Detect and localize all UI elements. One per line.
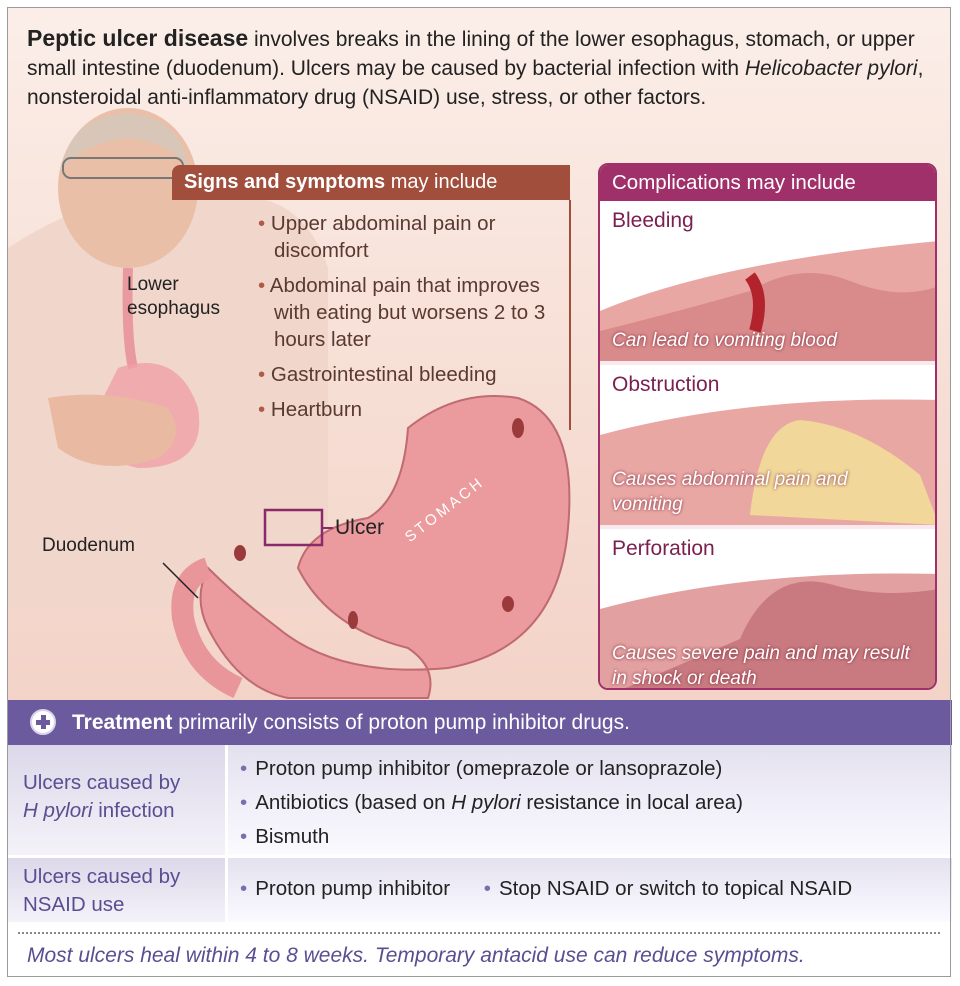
- symptom-text: Gastrointestinal bleeding: [270, 363, 497, 386]
- treatment-item-italic: H pylori: [451, 791, 521, 814]
- symptom-text: Upper abdominal pain or discomfort: [270, 212, 496, 262]
- complication-perforation: Perforation Causes severe pain and may r…: [600, 529, 935, 689]
- list-item: • Upper abdominal pain or discomfort: [258, 210, 568, 264]
- bullet: •: [240, 825, 248, 848]
- panel-caption: Can lead to vomiting blood: [612, 330, 837, 351]
- label-lower-esophagus: Lower esophagus: [127, 273, 237, 321]
- duodenum: [171, 557, 243, 699]
- bullet: •: [258, 398, 266, 421]
- bullet: •: [240, 791, 248, 814]
- complications-header: Complications may include: [600, 165, 935, 201]
- row-label-italic: H pylori: [23, 799, 93, 822]
- intro-title: Peptic ulcer disease: [27, 25, 249, 51]
- list-item: • Gastrointestinal bleeding: [258, 361, 568, 388]
- hand: [48, 394, 176, 466]
- signs-header-rest: may include: [385, 171, 498, 193]
- footer-note: Most ulcers heal within 4 to 8 weeks. Te…: [27, 944, 805, 967]
- row-label-hpylori: Ulcers caused by H pylori infection: [8, 745, 225, 855]
- list-item: • Stop NSAID or switch to topical NSAID: [484, 877, 852, 900]
- intro-paragraph: Peptic ulcer disease involves breaks in …: [27, 24, 927, 112]
- row-label-line: Ulcers caused by: [23, 865, 181, 888]
- bullet: •: [483, 877, 491, 900]
- anatomy-illustration: [8, 108, 571, 699]
- complication-obstruction: Obstruction Causes abdominal pain and vo…: [600, 365, 935, 529]
- treatment-rest: primarily consists of proton pump inhibi…: [172, 711, 630, 734]
- signs-box-border: [569, 200, 571, 430]
- perforation-illustration: [600, 573, 935, 688]
- panel-title: Obstruction: [612, 373, 720, 396]
- treatment-item: Proton pump inhibitor (omeprazole or lan…: [255, 757, 723, 780]
- bullet: •: [240, 757, 248, 780]
- row-label-line: NSAID use: [23, 893, 125, 916]
- obstruction-illustration: [600, 399, 935, 525]
- treatment-item: Proton pump inhibitor: [255, 877, 451, 900]
- medical-cross-icon: [30, 709, 56, 735]
- list-item: • Proton pump inhibitor: [240, 877, 450, 900]
- treatment-text: Treatment primarily consists of proton p…: [72, 700, 630, 745]
- treatment-item: resistance in local area): [520, 791, 743, 814]
- list-item: • Antibiotics (based on H pylori resistan…: [240, 786, 952, 820]
- person-head: [58, 108, 198, 268]
- row-body-nsaid: • Proton pump inhibitor • Stop NSAID or sw…: [228, 858, 952, 922]
- treatment-banner: Treatment primarily consists of proton p…: [8, 700, 952, 745]
- complication-bleeding: Bleeding Can lead to vomiting blood: [600, 201, 935, 365]
- list-item: • Abdominal pain that improves with eati…: [258, 272, 568, 353]
- treatment-bold: Treatment: [72, 711, 173, 734]
- symptom-text: Heartburn: [270, 398, 363, 421]
- label-text: Lower esophagus: [127, 274, 220, 319]
- intro-text-end: , nonsteroidal anti-inflammatory drug (N…: [27, 57, 924, 109]
- intro-text: involves breaks in the lining of the low…: [27, 28, 915, 80]
- bullet: •: [258, 212, 266, 235]
- treatment-item: Stop NSAID or switch to topical NSAID: [498, 877, 853, 900]
- list-item: • Proton pump inhibitor (omeprazole or la…: [240, 752, 952, 786]
- esophagus: [122, 267, 138, 370]
- dotted-divider: [18, 932, 940, 934]
- figure-border: [7, 7, 951, 977]
- list-item: • Heartburn: [258, 396, 568, 423]
- label-ulcer: Ulcer: [335, 516, 385, 539]
- panel-caption: Causes abdominal pain and vomiting: [612, 469, 848, 515]
- panel-caption: Causes severe pain and may result in sho…: [612, 643, 910, 689]
- bleeding-illustration: [600, 241, 935, 361]
- list-item: • Bismuth: [240, 820, 952, 854]
- panel-title: Bleeding: [612, 209, 694, 232]
- row-body-hpylori: • Proton pump inhibitor (omeprazole or la…: [228, 745, 952, 855]
- bullet: •: [240, 877, 248, 900]
- signs-list: • Upper abdominal pain or discomfort • A…: [258, 210, 568, 431]
- row-label-line: Ulcers caused by: [23, 771, 181, 794]
- row-label-line: H pylori infection: [23, 797, 225, 825]
- signs-header: Signs and symptoms may include: [172, 165, 570, 200]
- bullet: •: [258, 274, 266, 297]
- complications-box: Complications may include Bleeding Can l…: [598, 163, 937, 690]
- signs-header-bold: Signs and symptoms: [184, 171, 386, 193]
- row-label-rest: infection: [92, 799, 175, 822]
- intro-italic: Helicobacter pylori: [744, 57, 918, 80]
- treatment-item: Antibiotics (based on: [255, 791, 452, 814]
- treatment-item: Bismuth: [255, 825, 330, 848]
- symptom-text: Abdominal pain that improves with eating…: [269, 274, 546, 351]
- panel-title: Perforation: [612, 537, 715, 560]
- row-label-nsaid: Ulcers caused by NSAID use: [8, 858, 225, 922]
- label-duodenum: Duodenum: [42, 535, 135, 556]
- bullet: •: [258, 363, 266, 386]
